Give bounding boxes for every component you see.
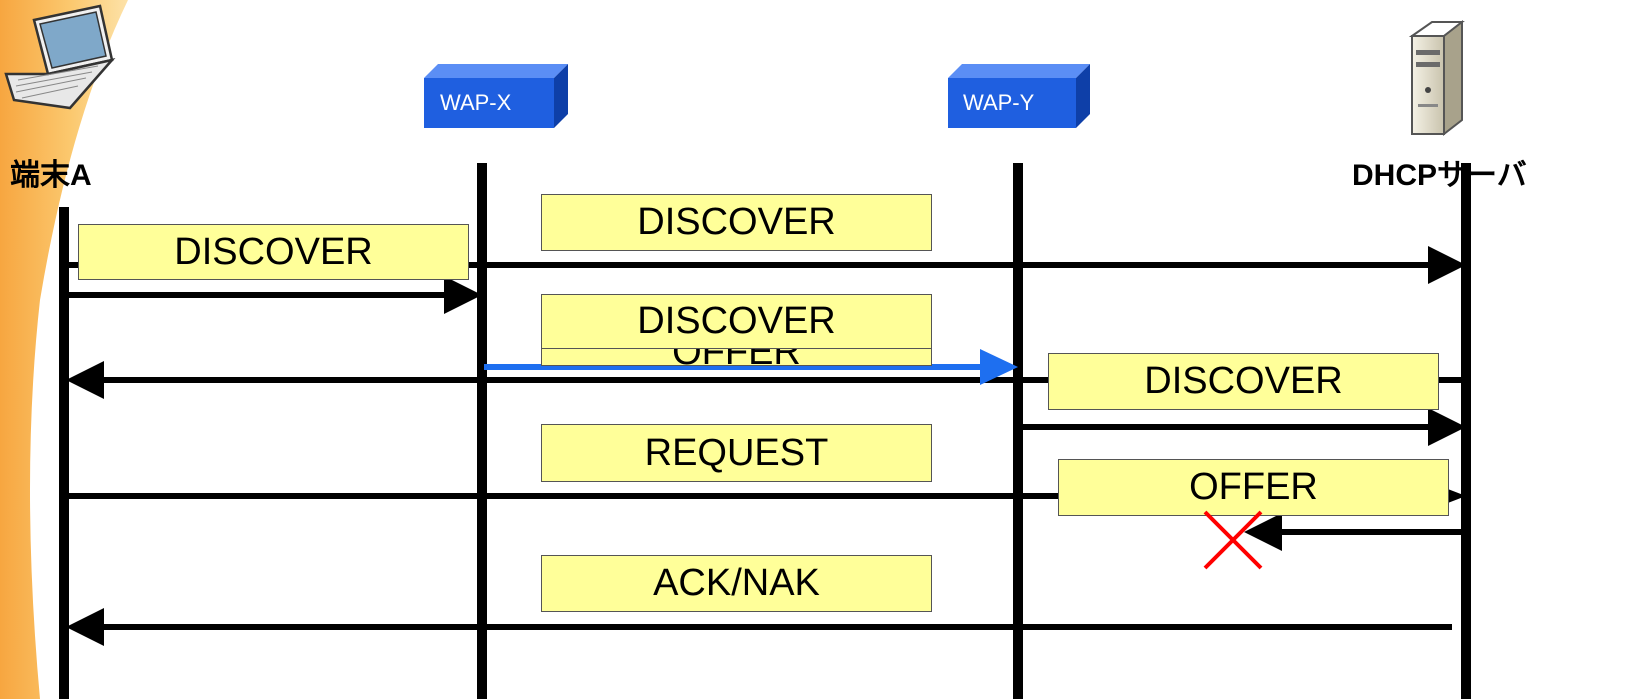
message-discover-top: DISCOVER — [541, 194, 932, 251]
left-decor-band — [0, 0, 128, 699]
message-discover-terminal: DISCOVER — [78, 224, 469, 280]
arrow-ack-nak-to-terminal — [66, 608, 1452, 646]
message-discover-middle: DISCOVER — [541, 294, 932, 349]
dhcp-server-label: DHCPサーバ — [1352, 159, 1527, 192]
server-icon — [1408, 19, 1465, 137]
message-discover-wap-y: DISCOVER — [1048, 353, 1439, 410]
arrow-roam-wap-x-to-wap-y — [484, 349, 1018, 385]
wap-y-label: WAP-Y — [963, 90, 1035, 115]
message-request: REQUEST — [541, 424, 932, 482]
wap-x-label: WAP-X — [440, 90, 512, 115]
arrow-terminal-to-wap-x — [64, 276, 482, 314]
arrow-offer-to-wap-y — [1244, 513, 1466, 551]
wap-y-box — [948, 64, 1090, 128]
message-offer-wap-y: OFFER — [1058, 459, 1449, 516]
message-ack-nak: ACK/NAK — [541, 555, 932, 612]
arrow-wap-y-to-dhcp — [1018, 408, 1466, 446]
wap-x-box — [424, 64, 568, 128]
laptop-icon — [4, 4, 116, 110]
terminal-label: 端末A — [10, 159, 92, 192]
